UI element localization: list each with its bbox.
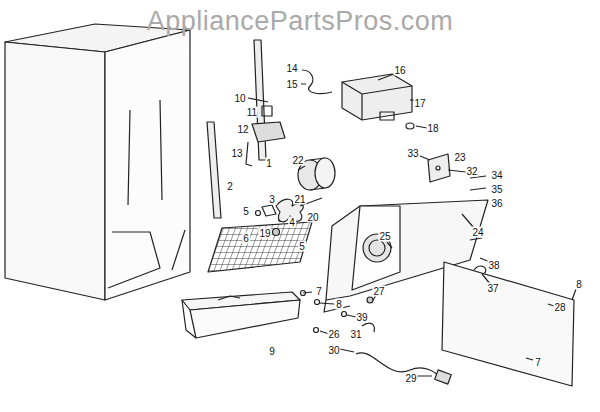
callout-number: 20 — [306, 212, 319, 223]
callout-number: 27 — [372, 286, 385, 297]
callout-number: 12 — [236, 124, 249, 135]
callout-number: 5 — [298, 241, 306, 252]
callout-number: 36 — [490, 198, 503, 209]
callout-number: 35 — [490, 184, 503, 195]
callout-number: 33 — [406, 148, 419, 159]
callout-number: 10 — [233, 93, 246, 104]
callout-number: 3 — [268, 194, 276, 205]
callout-number: 39 — [355, 312, 368, 323]
callout-number: 2 — [226, 181, 234, 192]
watermark: AppliancePartsPros.com — [146, 6, 455, 36]
callout-number: 5 — [242, 206, 250, 217]
callout-number: 6 — [242, 233, 250, 244]
callout-number: 23 — [453, 152, 466, 163]
callout-number: 4 — [288, 217, 296, 228]
callout-number: 21 — [293, 194, 306, 205]
callout-number: 14 — [285, 63, 298, 74]
callout-number: 9 — [268, 346, 276, 357]
callout-number: 18 — [426, 123, 439, 134]
callout-number: 34 — [490, 170, 503, 181]
callout-number: 1 — [265, 158, 273, 169]
callout-number: 37 — [486, 283, 499, 294]
callout-number: 13 — [230, 148, 243, 159]
callout-number: 7 — [534, 357, 542, 368]
callout-number: 32 — [465, 166, 478, 177]
callout-number: 19 — [258, 228, 271, 239]
callout-number: 15 — [285, 79, 298, 90]
callout-number: 38 — [487, 260, 500, 271]
callout-number: 8 — [575, 279, 583, 290]
callout-number: 16 — [393, 65, 406, 76]
callout-number: 25 — [378, 231, 391, 242]
callout-number: 22 — [291, 155, 304, 166]
callout-number: 17 — [413, 98, 426, 109]
callout-number: 30 — [327, 345, 340, 356]
callout-number: 7 — [315, 286, 323, 297]
callout-number: 29 — [404, 373, 417, 384]
callout-number: 26 — [327, 329, 340, 340]
callout-number: 24 — [471, 227, 484, 238]
callout-number: 8 — [335, 299, 343, 310]
callout-number: 11 — [246, 107, 258, 118]
callout-number: 31 — [349, 329, 362, 340]
callout-number: 28 — [553, 302, 566, 313]
